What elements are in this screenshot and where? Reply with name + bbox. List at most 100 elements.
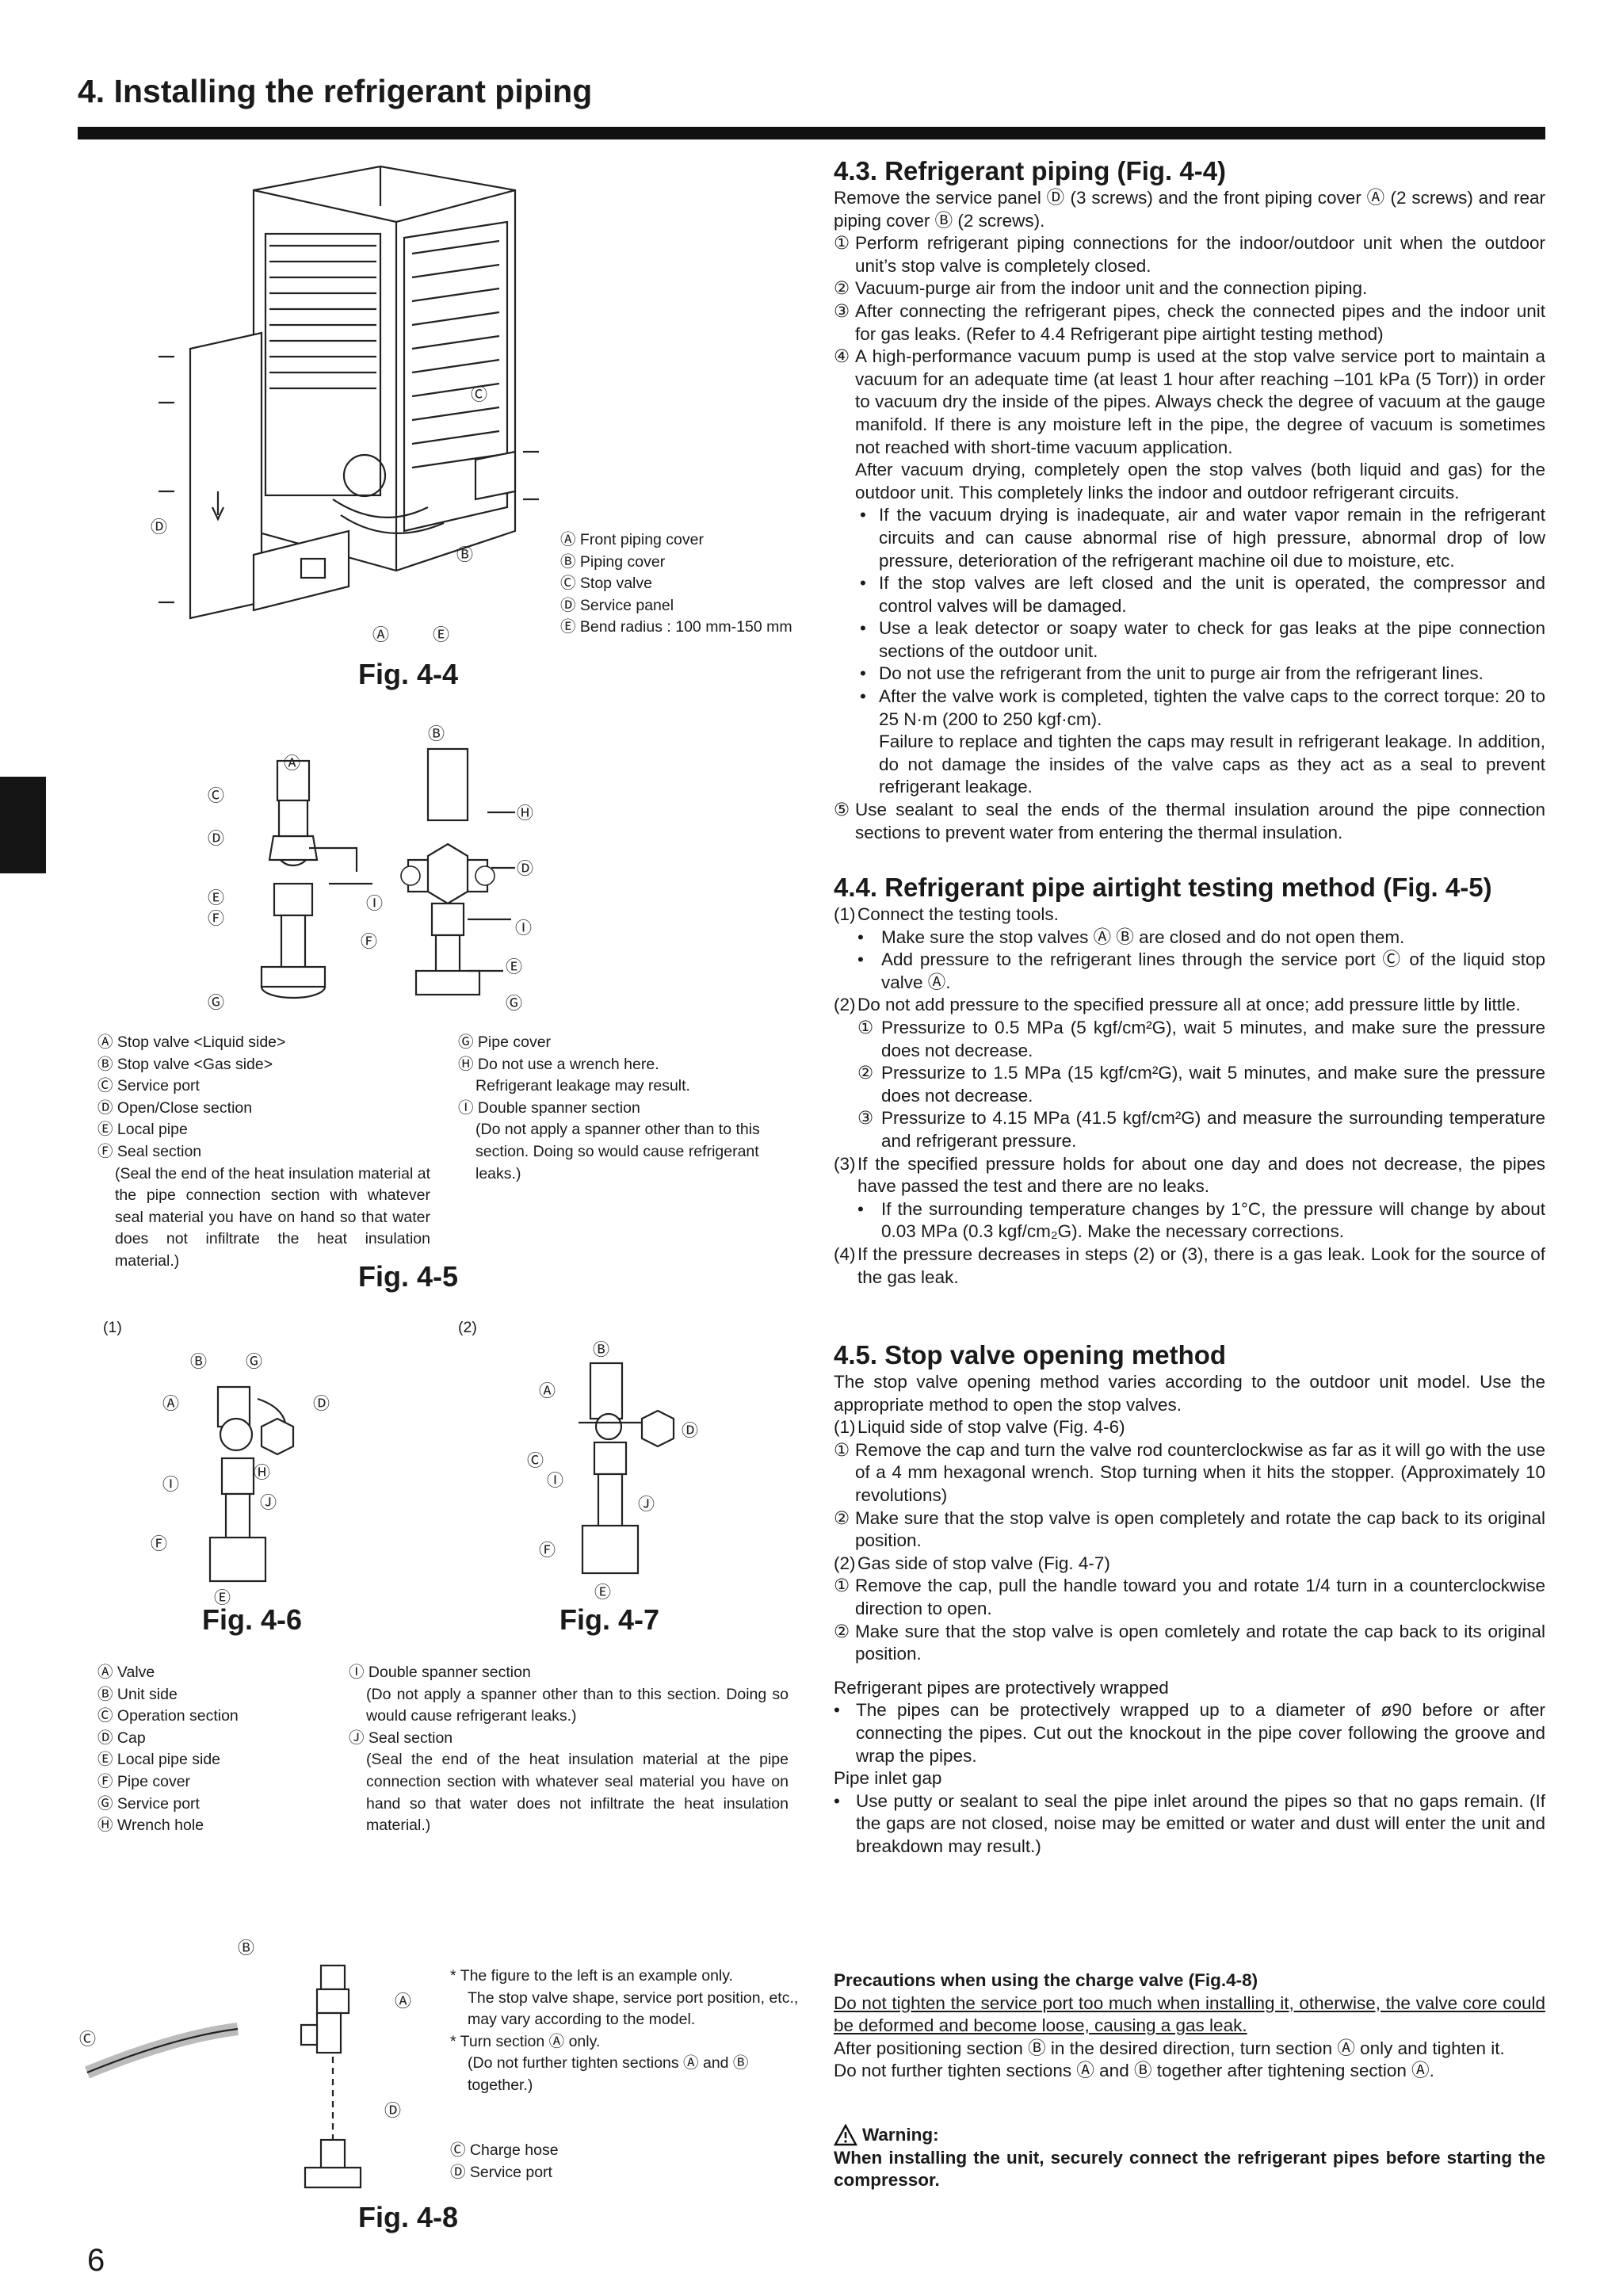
bullet-item: •After the valve work is completed, tigh… <box>860 686 1545 729</box>
fig-4-7-caption: Fig. 4-7 <box>559 1603 660 1636</box>
precautions-box: Precautions when using the charge valve … <box>834 1969 1545 2083</box>
svg-text:Ⓓ: Ⓓ <box>151 518 167 537</box>
title-rule <box>78 127 1545 139</box>
bullet-item: •The pipes can be protectively wrapped u… <box>834 1700 1545 1766</box>
fig-4-6-caption: Fig. 4-6 <box>202 1603 303 1636</box>
precautions-title: Precautions when using the charge valve … <box>834 1970 1258 1990</box>
legend-item: Ⓓ Service port <box>450 2163 552 2181</box>
fig-4-5-legend-left: Ⓐ Stop valve <Liquid side> Ⓑ Stop valve … <box>97 1032 430 1273</box>
svg-text:Ⓑ: Ⓑ <box>456 545 473 564</box>
bullet-item: •If the stop valves are left closed and … <box>860 573 1545 616</box>
legend-item: Ⓖ Pipe cover <box>458 1033 552 1051</box>
legend-item: Ⓓ Service panel <box>560 596 674 614</box>
svg-text:Ⓘ: Ⓘ <box>547 1471 563 1490</box>
legend-item: Ⓒ Stop valve <box>560 575 652 593</box>
fig-4-8-legend: Ⓒ Charge hose Ⓓ Service port <box>450 2140 559 2183</box>
svg-text:Ⓓ: Ⓓ <box>313 1394 330 1413</box>
fig-4-6-tag: (1) <box>103 1319 122 1336</box>
legend-item: Ⓐ Valve <box>97 1664 155 1681</box>
svg-text:Ⓘ: Ⓘ <box>515 919 532 938</box>
svg-text:Ⓕ: Ⓕ <box>208 909 224 928</box>
step-item: (4)If the pressure decreases in steps (2… <box>834 1244 1545 1287</box>
legend-item: Ⓔ Local pipe <box>97 1121 188 1139</box>
legend-item: Ⓐ Stop valve <Liquid side> <box>97 1033 286 1051</box>
paragraph: After positioning section Ⓑ in the desir… <box>834 2038 1505 2058</box>
warning-triangle-icon <box>834 2124 857 2146</box>
fig-4-5-legend-right: Ⓖ Pipe cover Ⓗ Do not use a wrench here.… <box>458 1032 791 1185</box>
section-heading: 4.3. Refrigerant piping (Fig. 4-4) <box>834 156 1227 185</box>
fig-4-6-drawing: Ⓑ Ⓖ Ⓐ Ⓓ Ⓘ Ⓗ Ⓙ Ⓕ Ⓔ <box>151 1352 330 1607</box>
fig-4-4-caption: Fig. 4-4 <box>358 658 459 690</box>
legend-item: Ⓔ Bend radius : 100 mm-150 mm <box>560 618 792 636</box>
legend-note: (Do not apply a spanner other than to th… <box>475 1121 760 1182</box>
paragraph: Refrigerant pipes are protectively wrapp… <box>834 1677 1169 1698</box>
legend-item: Ⓒ Operation section <box>97 1707 239 1725</box>
svg-text:Ⓐ: Ⓐ <box>284 754 300 773</box>
legend-item: Ⓘ Double spanner section <box>458 1098 640 1117</box>
legend-item: Ⓙ Seal section <box>349 1729 453 1747</box>
legend-item: Ⓓ Cap <box>97 1729 146 1747</box>
step-item: (3)If the specified pressure holds for a… <box>834 1153 1545 1197</box>
svg-text:Ⓒ: Ⓒ <box>527 1451 544 1470</box>
svg-text:Ⓒ: Ⓒ <box>471 385 487 404</box>
svg-text:Ⓐ: Ⓐ <box>162 1394 179 1413</box>
svg-text:Ⓖ: Ⓖ <box>506 994 522 1013</box>
svg-text:Ⓓ: Ⓓ <box>682 1421 698 1440</box>
page-title: 4. Installing the refrigerant piping <box>78 73 593 109</box>
svg-text:Ⓘ: Ⓘ <box>366 894 383 913</box>
svg-text:Ⓖ: Ⓖ <box>246 1352 262 1371</box>
section-4-3: 4.3. Refrigerant piping (Fig. 4-4) Remov… <box>834 155 1545 844</box>
legend-item: Ⓕ Seal section <box>97 1142 202 1160</box>
fig-4-7-tag: (2) <box>458 1319 477 1336</box>
fig-4-6-4-7-legend-left: Ⓐ Valve Ⓑ Unit side Ⓒ Operation section … <box>97 1662 335 1837</box>
legend-item: Ⓒ Charge hose <box>450 2141 559 2159</box>
svg-text:Ⓕ: Ⓕ <box>151 1534 167 1553</box>
bullet-item: •Use putty or sealant to seal the pipe i… <box>834 1790 1545 1856</box>
svg-text:Ⓔ: Ⓔ <box>433 625 449 644</box>
paragraph: Failure to replace and tighten the caps … <box>879 732 1545 797</box>
legend-item: Ⓘ Double spanner section <box>349 1664 531 1681</box>
svg-text:Ⓑ: Ⓑ <box>428 725 445 743</box>
svg-text:Ⓖ: Ⓖ <box>208 993 224 1012</box>
note: (Do not further tighten sections Ⓐ and Ⓑ… <box>468 2054 749 2094</box>
legend-item: Ⓓ Open/Close section <box>97 1098 253 1117</box>
legend-note: (Seal the end of the heat insulation mat… <box>115 1164 430 1270</box>
paragraph: Do not further tighten sections Ⓐ and Ⓑ … <box>834 2061 1434 2081</box>
svg-text:Ⓒ: Ⓒ <box>79 2030 96 2049</box>
warning-title: Warning: <box>862 2125 939 2145</box>
legend-item: Ⓐ Front piping cover <box>560 531 704 548</box>
svg-text:Ⓘ: Ⓘ <box>162 1475 179 1494</box>
paragraph: The stop valve opening method varies acc… <box>834 1372 1545 1415</box>
bullet-item: •If the surrounding temperature changes … <box>857 1198 1545 1242</box>
svg-text:Ⓓ: Ⓓ <box>517 859 533 878</box>
section-4-5: 4.5. Stop valve opening method The stop … <box>834 1339 1545 1858</box>
page-number: 6 <box>87 2243 105 2278</box>
section-heading: 4.4. Refrigerant pipe airtight testing m… <box>834 873 1492 902</box>
paragraph: After vacuum drying, completely open the… <box>855 460 1545 502</box>
legend-item: Ⓔ Local pipe side <box>97 1751 221 1769</box>
svg-text:Ⓔ: Ⓔ <box>594 1583 611 1602</box>
step-item: (2)Do not add pressure to the specified … <box>834 995 1521 1015</box>
fig-4-5-drawing: Ⓐ Ⓒ Ⓓ Ⓔ Ⓕ Ⓖ Ⓘ Ⓕ Ⓑ Ⓗ Ⓓ Ⓘ Ⓔ Ⓖ <box>208 725 533 1013</box>
legend-note: Refrigerant leakage may result. <box>475 1077 690 1095</box>
bullet-item: •Make sure the stop valves Ⓐ Ⓑ are close… <box>857 926 1405 947</box>
legend-note: (Do not apply a spanner other than to th… <box>366 1685 789 1725</box>
svg-text:Ⓒ: Ⓒ <box>208 786 224 805</box>
fig-4-8-notes: * The figure to the left is an example o… <box>450 1966 799 2097</box>
warning-text: When installing the unit, securely conne… <box>834 2147 1545 2191</box>
section-heading: 4.5. Stop valve opening method <box>834 1340 1227 1370</box>
svg-text:Ⓕ: Ⓕ <box>539 1541 556 1560</box>
legend-item: Ⓗ Do not use a wrench here. <box>458 1055 659 1073</box>
svg-text:Ⓐ: Ⓐ <box>539 1381 556 1400</box>
fig-4-8-caption: Fig. 4-8 <box>358 2201 459 2233</box>
legend-item: Ⓑ Piping cover <box>560 552 666 571</box>
note: * The figure to the left is an example o… <box>450 1967 733 1985</box>
bullet-item: •If the vacuum drying is inadequate, air… <box>860 505 1545 571</box>
